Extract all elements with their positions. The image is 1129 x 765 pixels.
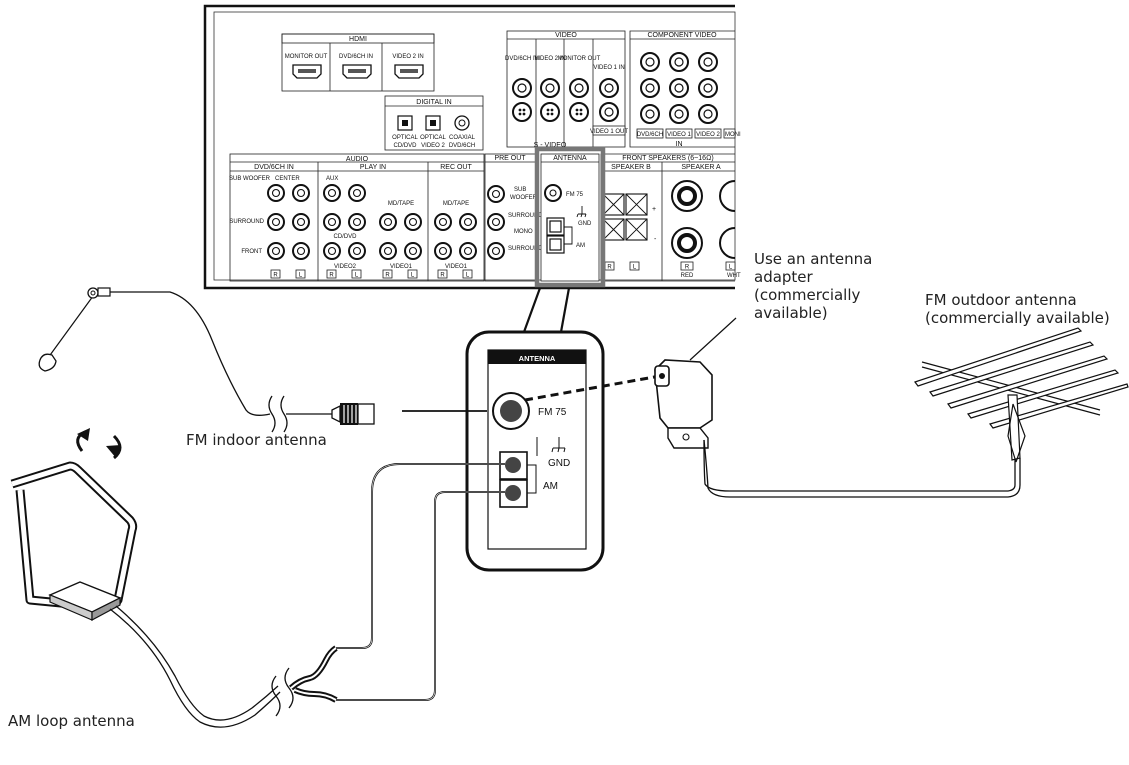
svg-text:CD/DVD: CD/DVD (393, 143, 417, 149)
svg-text:GND: GND (578, 221, 592, 227)
am-loop-antenna-label: AM loop antenna (8, 712, 135, 730)
svg-text:L: L (411, 273, 415, 279)
svg-text:DVD/6CH: DVD/6CH (449, 143, 475, 149)
svg-text:IN: IN (676, 141, 683, 148)
svg-text:VIDEO 2 IN: VIDEO 2 IN (392, 54, 423, 60)
svg-text:DIGITAL IN: DIGITAL IN (416, 99, 451, 106)
svg-text:AM: AM (576, 243, 585, 249)
svg-text:VIDEO 2: VIDEO 2 (421, 143, 445, 149)
svg-text:VIDEO1: VIDEO1 (445, 264, 468, 270)
svg-text:+: + (652, 206, 656, 213)
svg-text:CENTER: CENTER (275, 176, 300, 182)
svg-text:FRONT: FRONT (241, 249, 262, 255)
fm-outdoor-label-line-1: FM outdoor antenna (925, 291, 1077, 309)
adapter-label-line-1: Use an antenna (754, 250, 873, 268)
svg-text:R: R (385, 273, 390, 279)
svg-text:VIDEO: VIDEO (555, 32, 577, 39)
fm-indoor-antenna-label: FM indoor antenna (186, 431, 327, 449)
svg-text:L: L (355, 273, 359, 279)
svg-text:FRONT SPEAKERS (6~16Ω): FRONT SPEAKERS (6~16Ω) (622, 155, 713, 162)
svg-text:AUDIO: AUDIO (346, 156, 369, 163)
fm-outdoor-antenna (914, 327, 1129, 463)
svg-text:R: R (607, 265, 612, 271)
svg-text:VIDEO1: VIDEO1 (390, 264, 413, 270)
svg-text:SPEAKER B: SPEAKER B (611, 164, 651, 171)
svg-text:HDMI: HDMI (349, 36, 367, 43)
antenna-adapter (524, 317, 1021, 498)
svg-text:S - VIDEO: S - VIDEO (534, 142, 567, 149)
svg-text:SUB: SUB (514, 187, 526, 193)
svg-text:VIDEO 1 IN: VIDEO 1 IN (593, 65, 624, 71)
svg-text:FM 75: FM 75 (538, 407, 567, 418)
svg-text:WOOFER: WOOFER (510, 195, 538, 201)
svg-text:PRE OUT: PRE OUT (494, 155, 526, 162)
svg-text:DVD/6CH: DVD/6CH (637, 132, 663, 138)
svg-text:FM 75: FM 75 (566, 192, 584, 198)
svg-text:SUB WOOFER: SUB WOOFER (229, 176, 271, 182)
panel-antenna-section: ANTENNA FM 75 GND AM (540, 153, 600, 282)
svg-text:L: L (633, 265, 637, 271)
component-video-section: COMPONENT VIDEO DVD/6CH VIDEO 1 VIDEO 2 … (629, 30, 741, 148)
svg-text:VIDEO 1 OUT: VIDEO 1 OUT (590, 129, 628, 135)
adapter-label-line-3: (commercially (754, 286, 861, 304)
am-lead-wires-highlight (336, 463, 505, 701)
adapter-label-line-2: adapter (754, 268, 813, 286)
svg-text:ANTENNA: ANTENNA (553, 155, 587, 162)
antenna-terminal-closeup: ANTENNA FM 75 GND AM (465, 330, 605, 572)
audio-section: AUDIO DVD/6CH IN PLAY IN REC OUT SUB WOO… (229, 153, 485, 282)
receiver-rear-panel: HDMI MONITOR OUT DVD/6CH IN VIDEO 2 IN D… (203, 4, 741, 290)
svg-text:MONITOR OUT: MONITOR OUT (558, 56, 601, 62)
svg-text:REC OUT: REC OUT (440, 164, 472, 171)
svg-text:R: R (440, 273, 445, 279)
svg-text:L: L (729, 265, 733, 271)
video-section: VIDEO DVD/6CH IN VIDEO 2 IN MONITOR OUT … (505, 30, 628, 149)
svg-text:MONO: MONO (514, 229, 533, 235)
adapter-label-line-4: available) (754, 304, 828, 322)
am-loop-antenna (10, 428, 338, 728)
svg-text:R: R (685, 265, 690, 271)
svg-text:MD/TAPE: MD/TAPE (388, 201, 414, 207)
fm-outdoor-antenna-label: FM outdoor antenna (commercially availab… (925, 291, 1110, 327)
svg-text:OPTICAL: OPTICAL (420, 135, 446, 141)
front-speakers-section: FRONT SPEAKERS (6~16Ω) SPEAKER B SPEAKER… (600, 153, 741, 282)
svg-text:COAXIAL: COAXIAL (449, 135, 476, 141)
fm-outdoor-label-line-2: (commercially available) (925, 309, 1110, 327)
svg-text:GND: GND (548, 458, 570, 469)
svg-text:MONI: MONI (725, 132, 741, 138)
svg-text:DVD/6CH IN: DVD/6CH IN (505, 56, 539, 62)
antenna-highlight-frame (534, 146, 606, 288)
antenna-adapter-label: Use an antenna adapter (commercially ava… (754, 250, 872, 322)
svg-text:DVD/6CH IN: DVD/6CH IN (254, 164, 294, 171)
fm-indoor-antenna (38, 287, 487, 433)
svg-text:VIDEO 1: VIDEO 1 (667, 132, 691, 138)
svg-text:DVD/6CH IN: DVD/6CH IN (339, 54, 373, 60)
svg-text:AUX: AUX (326, 176, 338, 182)
svg-text:VIDEO 2 IN: VIDEO 2 IN (534, 56, 565, 62)
svg-text:VIDEO2: VIDEO2 (334, 264, 357, 270)
digital-in-section: DIGITAL IN OPTICAL OPTICAL COAXIAL CD/DV… (384, 95, 484, 151)
svg-text:PLAY IN: PLAY IN (360, 164, 386, 171)
svg-text:L: L (299, 273, 303, 279)
svg-text:R: R (329, 273, 334, 279)
svg-text:OPTICAL: OPTICAL (392, 135, 418, 141)
svg-text:COMPONENT VIDEO: COMPONENT VIDEO (647, 32, 717, 39)
svg-text:L: L (466, 273, 470, 279)
svg-text:MONITOR OUT: MONITOR OUT (285, 54, 328, 60)
svg-text:ANTENNA: ANTENNA (519, 354, 556, 363)
svg-text:R: R (273, 273, 278, 279)
svg-text:SURROUND: SURROUND (229, 219, 264, 225)
svg-text:MD/TAPE: MD/TAPE (443, 201, 469, 207)
svg-text:-: - (654, 236, 657, 243)
svg-text:VIDEO 2: VIDEO 2 (696, 132, 720, 138)
svg-text:WHT: WHT (727, 273, 741, 279)
svg-text:CD/DVD: CD/DVD (333, 234, 357, 240)
svg-text:SPEAKER A: SPEAKER A (681, 164, 721, 171)
svg-text:RED: RED (681, 273, 694, 279)
zoom-connector-lines (522, 287, 571, 333)
hdmi-section: HDMI MONITOR OUT DVD/6CH IN VIDEO 2 IN (281, 33, 435, 92)
svg-text:AM: AM (543, 481, 558, 492)
